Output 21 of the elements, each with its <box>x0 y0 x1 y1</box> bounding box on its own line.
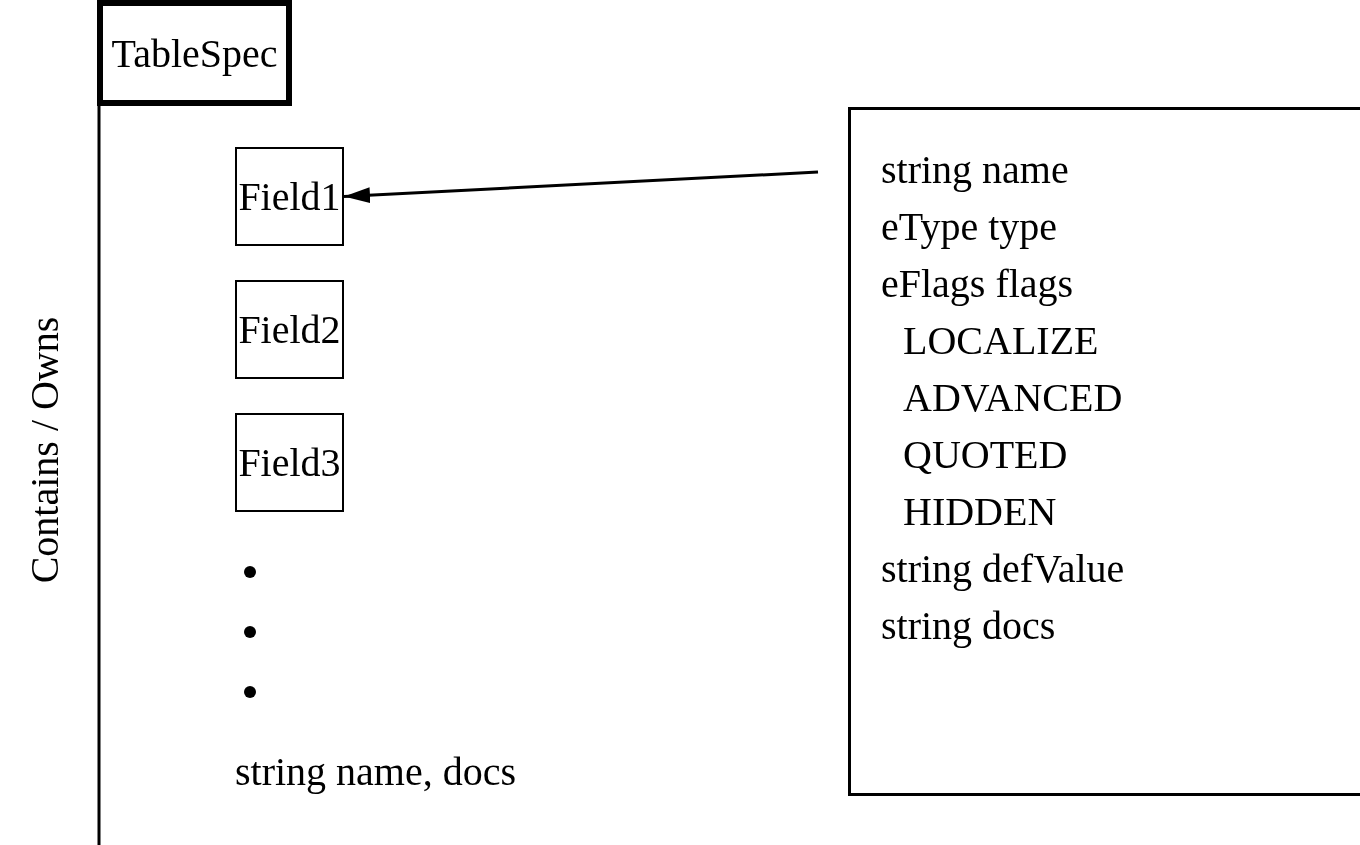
attribute-text: string name <box>881 150 1069 190</box>
flag-value: LOCALIZE <box>903 321 1099 361</box>
attribute-text: string defValue <box>881 549 1125 589</box>
attribute-text: eFlags flags <box>881 264 1074 304</box>
note-text: string name, docs <box>235 752 517 792</box>
flag-value: QUOTED <box>903 435 1068 475</box>
attribute-text: eType type <box>881 207 1057 247</box>
attribute-list-box <box>848 107 1360 796</box>
field-box <box>235 280 344 379</box>
class-name: TableSpec <box>111 29 278 77</box>
attribute-text: string docs <box>881 606 1056 646</box>
flag-value: HIDDEN <box>903 492 1057 532</box>
flag-value: ADVANCED <box>903 378 1123 418</box>
field-box <box>235 413 344 512</box>
field-name: Field3 <box>238 439 341 486</box>
field-name: Field1 <box>238 173 341 220</box>
axis-label: Contains / Owns <box>24 316 65 584</box>
field-name: Field2 <box>238 306 341 353</box>
arrow <box>343 170 819 204</box>
class-box <box>97 0 292 106</box>
field-box <box>235 147 344 246</box>
